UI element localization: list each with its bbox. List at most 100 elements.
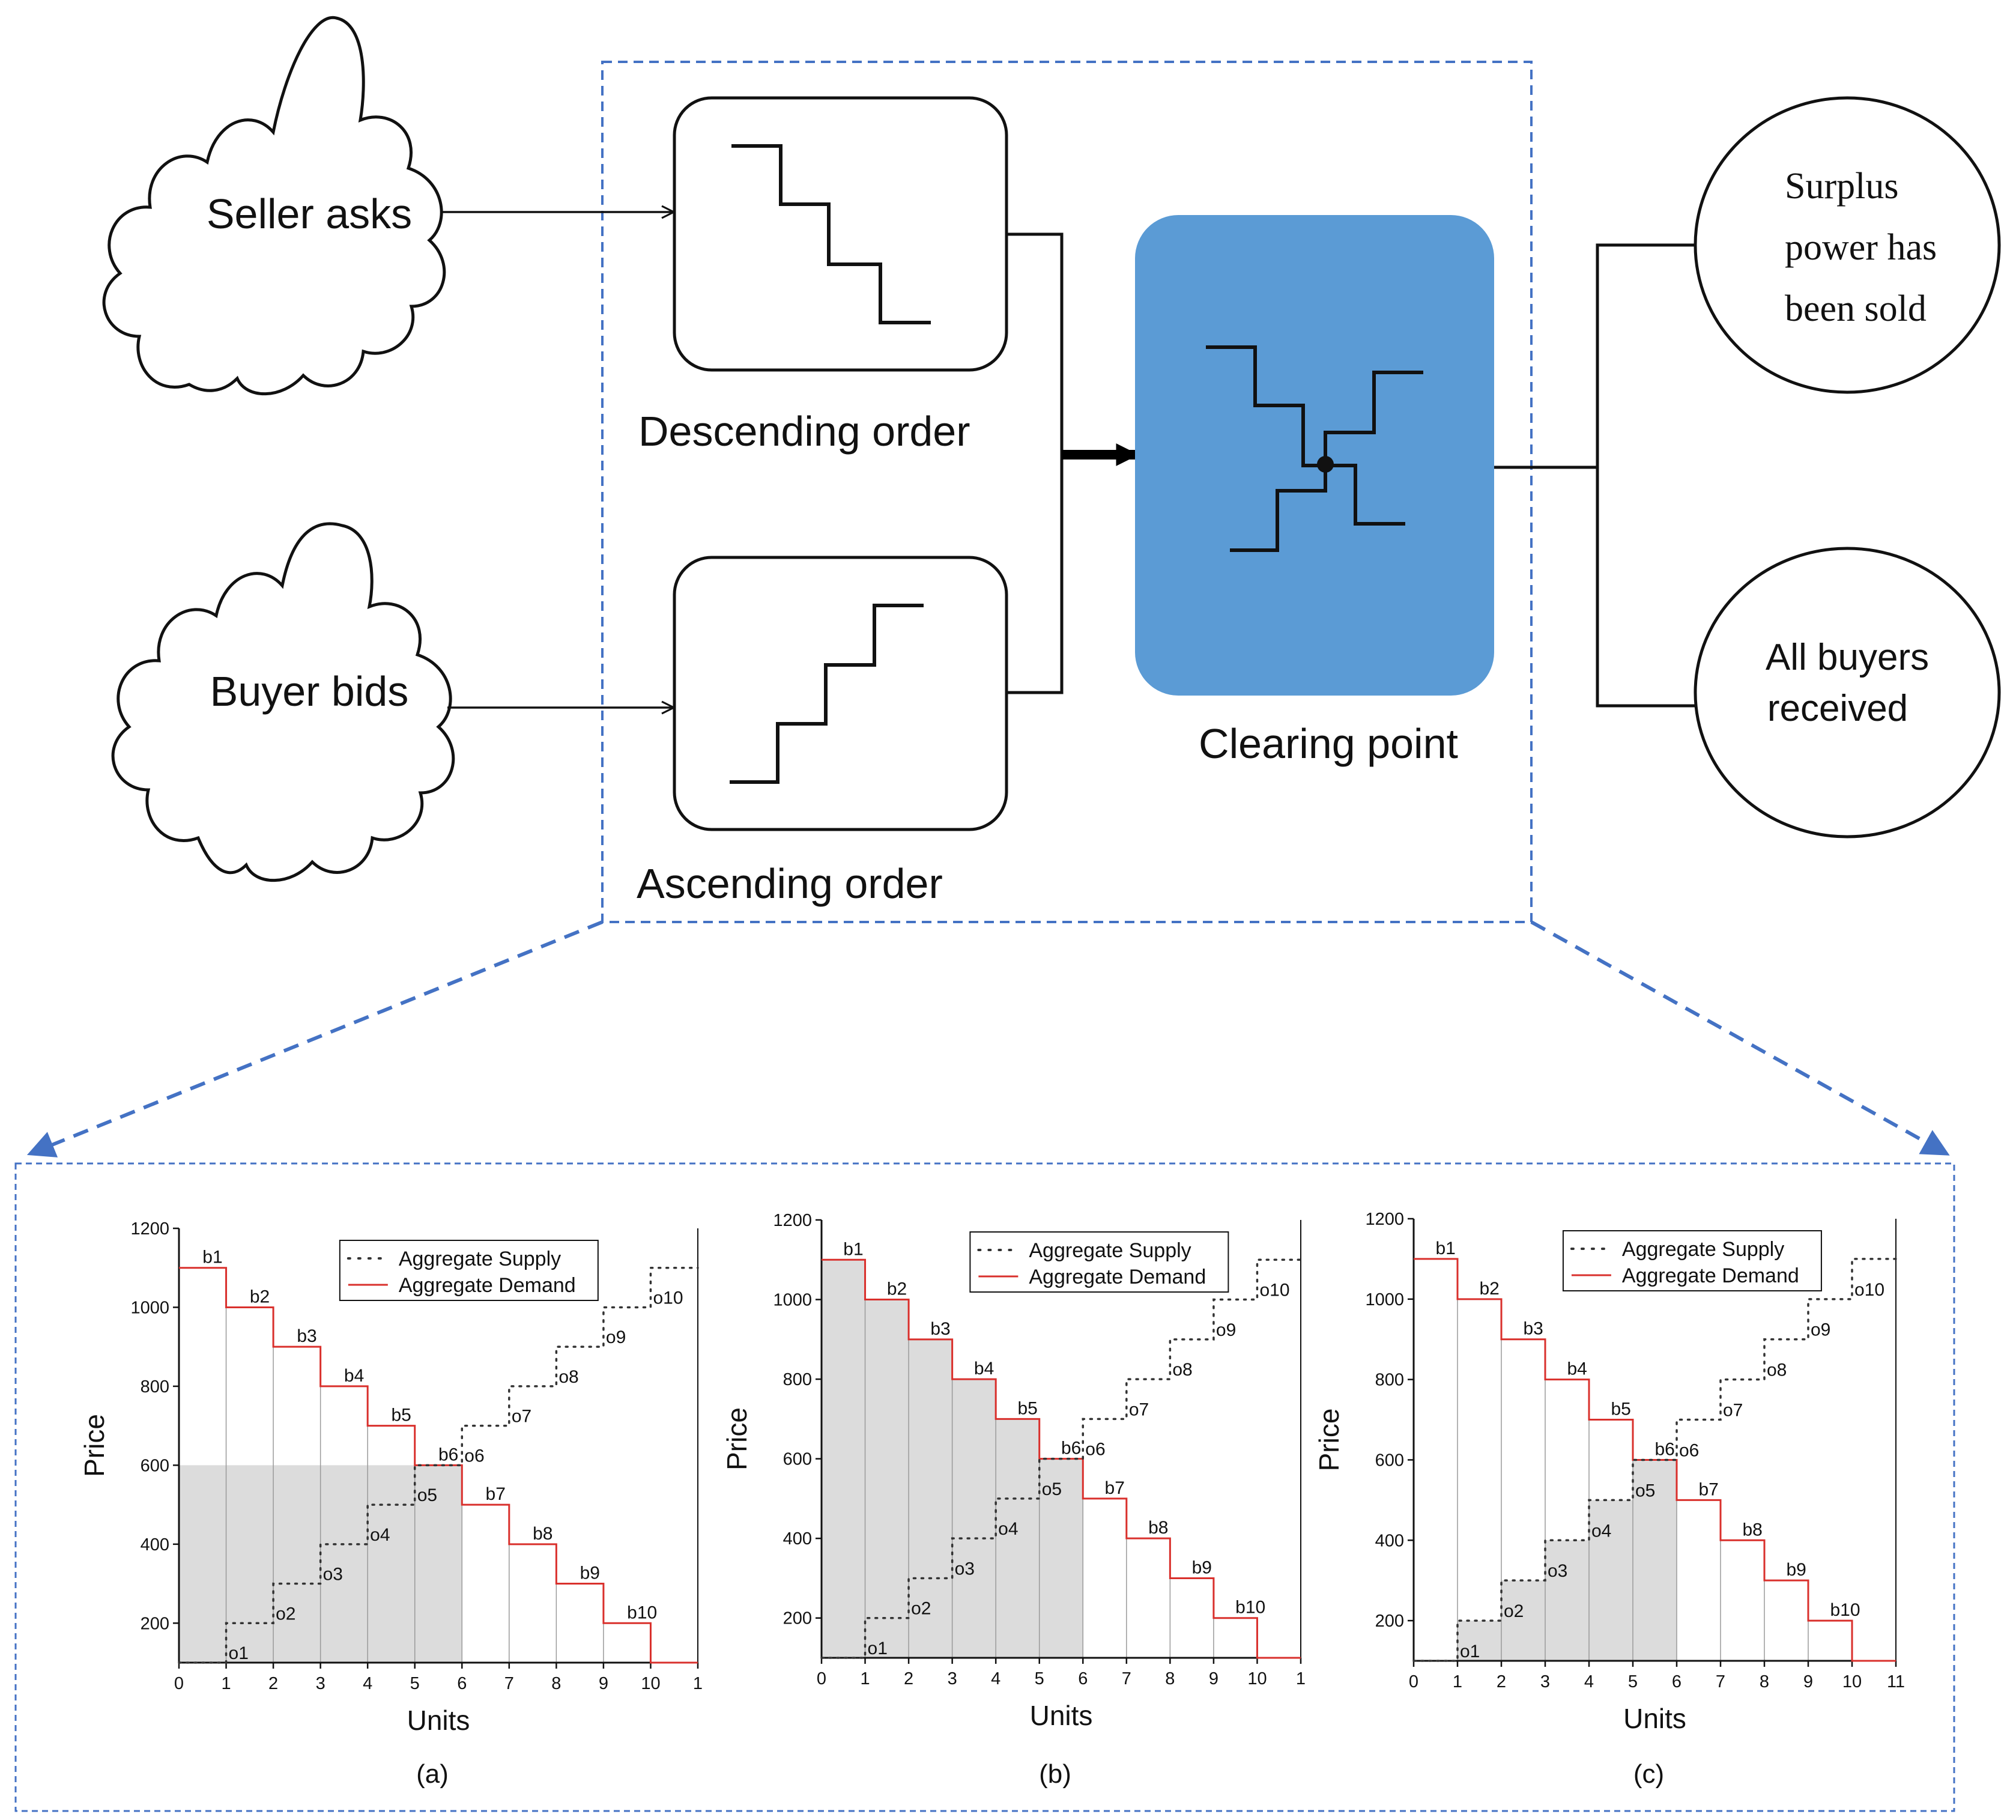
supply-step-line (178, 1266, 699, 1664)
output-branch (1596, 243, 1700, 708)
supply-point-label: o1 (1460, 1642, 1480, 1661)
y-tick-label: 200 (783, 1609, 812, 1628)
x-tick-label: 2 (904, 1669, 913, 1688)
demand-point-label: b2 (1480, 1279, 1500, 1299)
x-tick-label: 0 (1409, 1672, 1418, 1691)
zoom-arrow-right (1530, 920, 1950, 1156)
demand-point-label: b4 (344, 1366, 364, 1386)
supply-point-label: o5 (417, 1485, 437, 1505)
x-tick-label: 7 (1716, 1672, 1725, 1691)
order-book-dashed-frame (601, 61, 1533, 923)
x-tick-label: 10 (1247, 1669, 1267, 1688)
y-tick-label: 800 (783, 1370, 812, 1389)
x-tick-label: 9 (1803, 1672, 1813, 1691)
y-tick-label: 200 (1375, 1612, 1404, 1631)
ascending-order-label: Ascending order (637, 860, 943, 907)
seller-asks-label: Seller asks (207, 190, 412, 237)
supply-point-label: o3 (1548, 1561, 1567, 1581)
demand-point-label: b2 (887, 1279, 907, 1299)
y-tick-label: 1200 (130, 1219, 169, 1239)
demand-point-label: b10 (1235, 1598, 1265, 1618)
demand-point-label: b3 (930, 1319, 950, 1339)
supply-point-label: o2 (1504, 1601, 1524, 1621)
supply-point-label: o9 (1216, 1320, 1236, 1340)
x-tick-label: 3 (948, 1669, 957, 1688)
surplus-outcome-line-3: been sold (1785, 288, 1927, 329)
supply-point-label: o7 (1723, 1401, 1743, 1421)
x-tick-label: 1 (860, 1669, 870, 1688)
buyers-outcome-line-1: All buyers (1766, 637, 1929, 678)
legend-box (1562, 1230, 1822, 1291)
x-tick-label: 7 (1122, 1669, 1131, 1688)
demand-step-line (1414, 1258, 1896, 1662)
x-tick-label: 1 (693, 1674, 703, 1693)
descending-order-label: Descending order (638, 408, 970, 455)
x-tick-label: 0 (817, 1669, 826, 1688)
buyer-bids-label: Buyer bids (210, 668, 409, 715)
demand-point-label: b8 (533, 1524, 552, 1544)
supply-point-label: o6 (464, 1446, 484, 1466)
x-tick-label: 3 (316, 1674, 325, 1693)
clearing-demand-step-icon (1206, 345, 1405, 526)
supply-point-label: o5 (1635, 1481, 1655, 1500)
demand-point-label: b8 (1743, 1520, 1763, 1539)
supply-point-label: o7 (1129, 1400, 1149, 1419)
y-tick-label: 600 (141, 1456, 169, 1475)
supply-point-label: o9 (1811, 1320, 1830, 1340)
demand-point-label: b7 (1105, 1478, 1125, 1498)
legend-supply-label: Aggregate Supply (399, 1248, 561, 1270)
demand-point-label: b10 (627, 1603, 657, 1622)
supply-point-label: o10 (653, 1288, 683, 1308)
y-tick-label: 1200 (773, 1211, 812, 1230)
x-tick-label: 5 (1628, 1672, 1638, 1691)
x-tick-label: 11 (1887, 1672, 1905, 1691)
x-tick-label: 2 (1497, 1672, 1506, 1691)
demand-step-line (179, 1267, 698, 1664)
panel-letter: (b) (1039, 1759, 1071, 1789)
supply-point-label: o6 (1679, 1440, 1699, 1460)
ascending-order-box (673, 556, 1008, 831)
legend-demand-label: Aggregate Demand (1029, 1266, 1206, 1288)
demand-point-label: b3 (1524, 1319, 1543, 1339)
descending-step-icon (731, 144, 931, 324)
x-tick-label: 1 (1453, 1672, 1462, 1691)
supply-point-label: o4 (998, 1519, 1018, 1539)
demand-point-label: b3 (297, 1326, 316, 1346)
x-tick-label: 8 (1760, 1672, 1769, 1691)
demand-point-label: b5 (1017, 1398, 1037, 1418)
descending-connector (1006, 232, 1064, 694)
x-tick-label: 5 (410, 1674, 420, 1693)
demand-point-label: b4 (1567, 1359, 1587, 1379)
x-tick-label: 10 (1842, 1672, 1862, 1691)
demand-point-label: b1 (843, 1239, 863, 1259)
legend-demand-label: Aggregate Demand (1622, 1264, 1799, 1287)
x-tick-label: 4 (991, 1669, 1000, 1688)
supply-point-label: o8 (1172, 1360, 1192, 1380)
demand-point-label: b2 (250, 1287, 270, 1306)
supply-step-line (820, 1258, 1302, 1659)
demand-point-label: b4 (974, 1359, 994, 1379)
y-axis-title: Price (1313, 1409, 1345, 1472)
legend-box (969, 1231, 1229, 1293)
y-tick-label: 1200 (1365, 1210, 1404, 1229)
buyer-cloud-shape (111, 522, 455, 882)
y-tick-label: 1000 (773, 1291, 812, 1310)
x-axis-title: Units (1030, 1700, 1093, 1731)
legend-demand-label: Aggregate Demand (399, 1274, 576, 1297)
y-tick-label: 1000 (130, 1298, 169, 1317)
seller-cloud-shape (102, 16, 446, 396)
y-tick-label: 400 (783, 1529, 812, 1549)
demand-point-label: b9 (580, 1564, 600, 1583)
y-tick-label: 800 (141, 1377, 169, 1397)
y-axis-title: Price (721, 1407, 752, 1470)
panel-letter: (a) (416, 1759, 449, 1789)
demand-point-label: b6 (1655, 1439, 1675, 1459)
demand-point-label: b6 (1061, 1439, 1081, 1458)
x-tick-label: 10 (641, 1674, 660, 1693)
clearing-point-label: Clearing point (1199, 720, 1458, 767)
supply-point-label: o5 (1042, 1479, 1062, 1499)
clearing-intersection-dot (1317, 456, 1334, 473)
x-tick-label: 4 (363, 1674, 372, 1693)
